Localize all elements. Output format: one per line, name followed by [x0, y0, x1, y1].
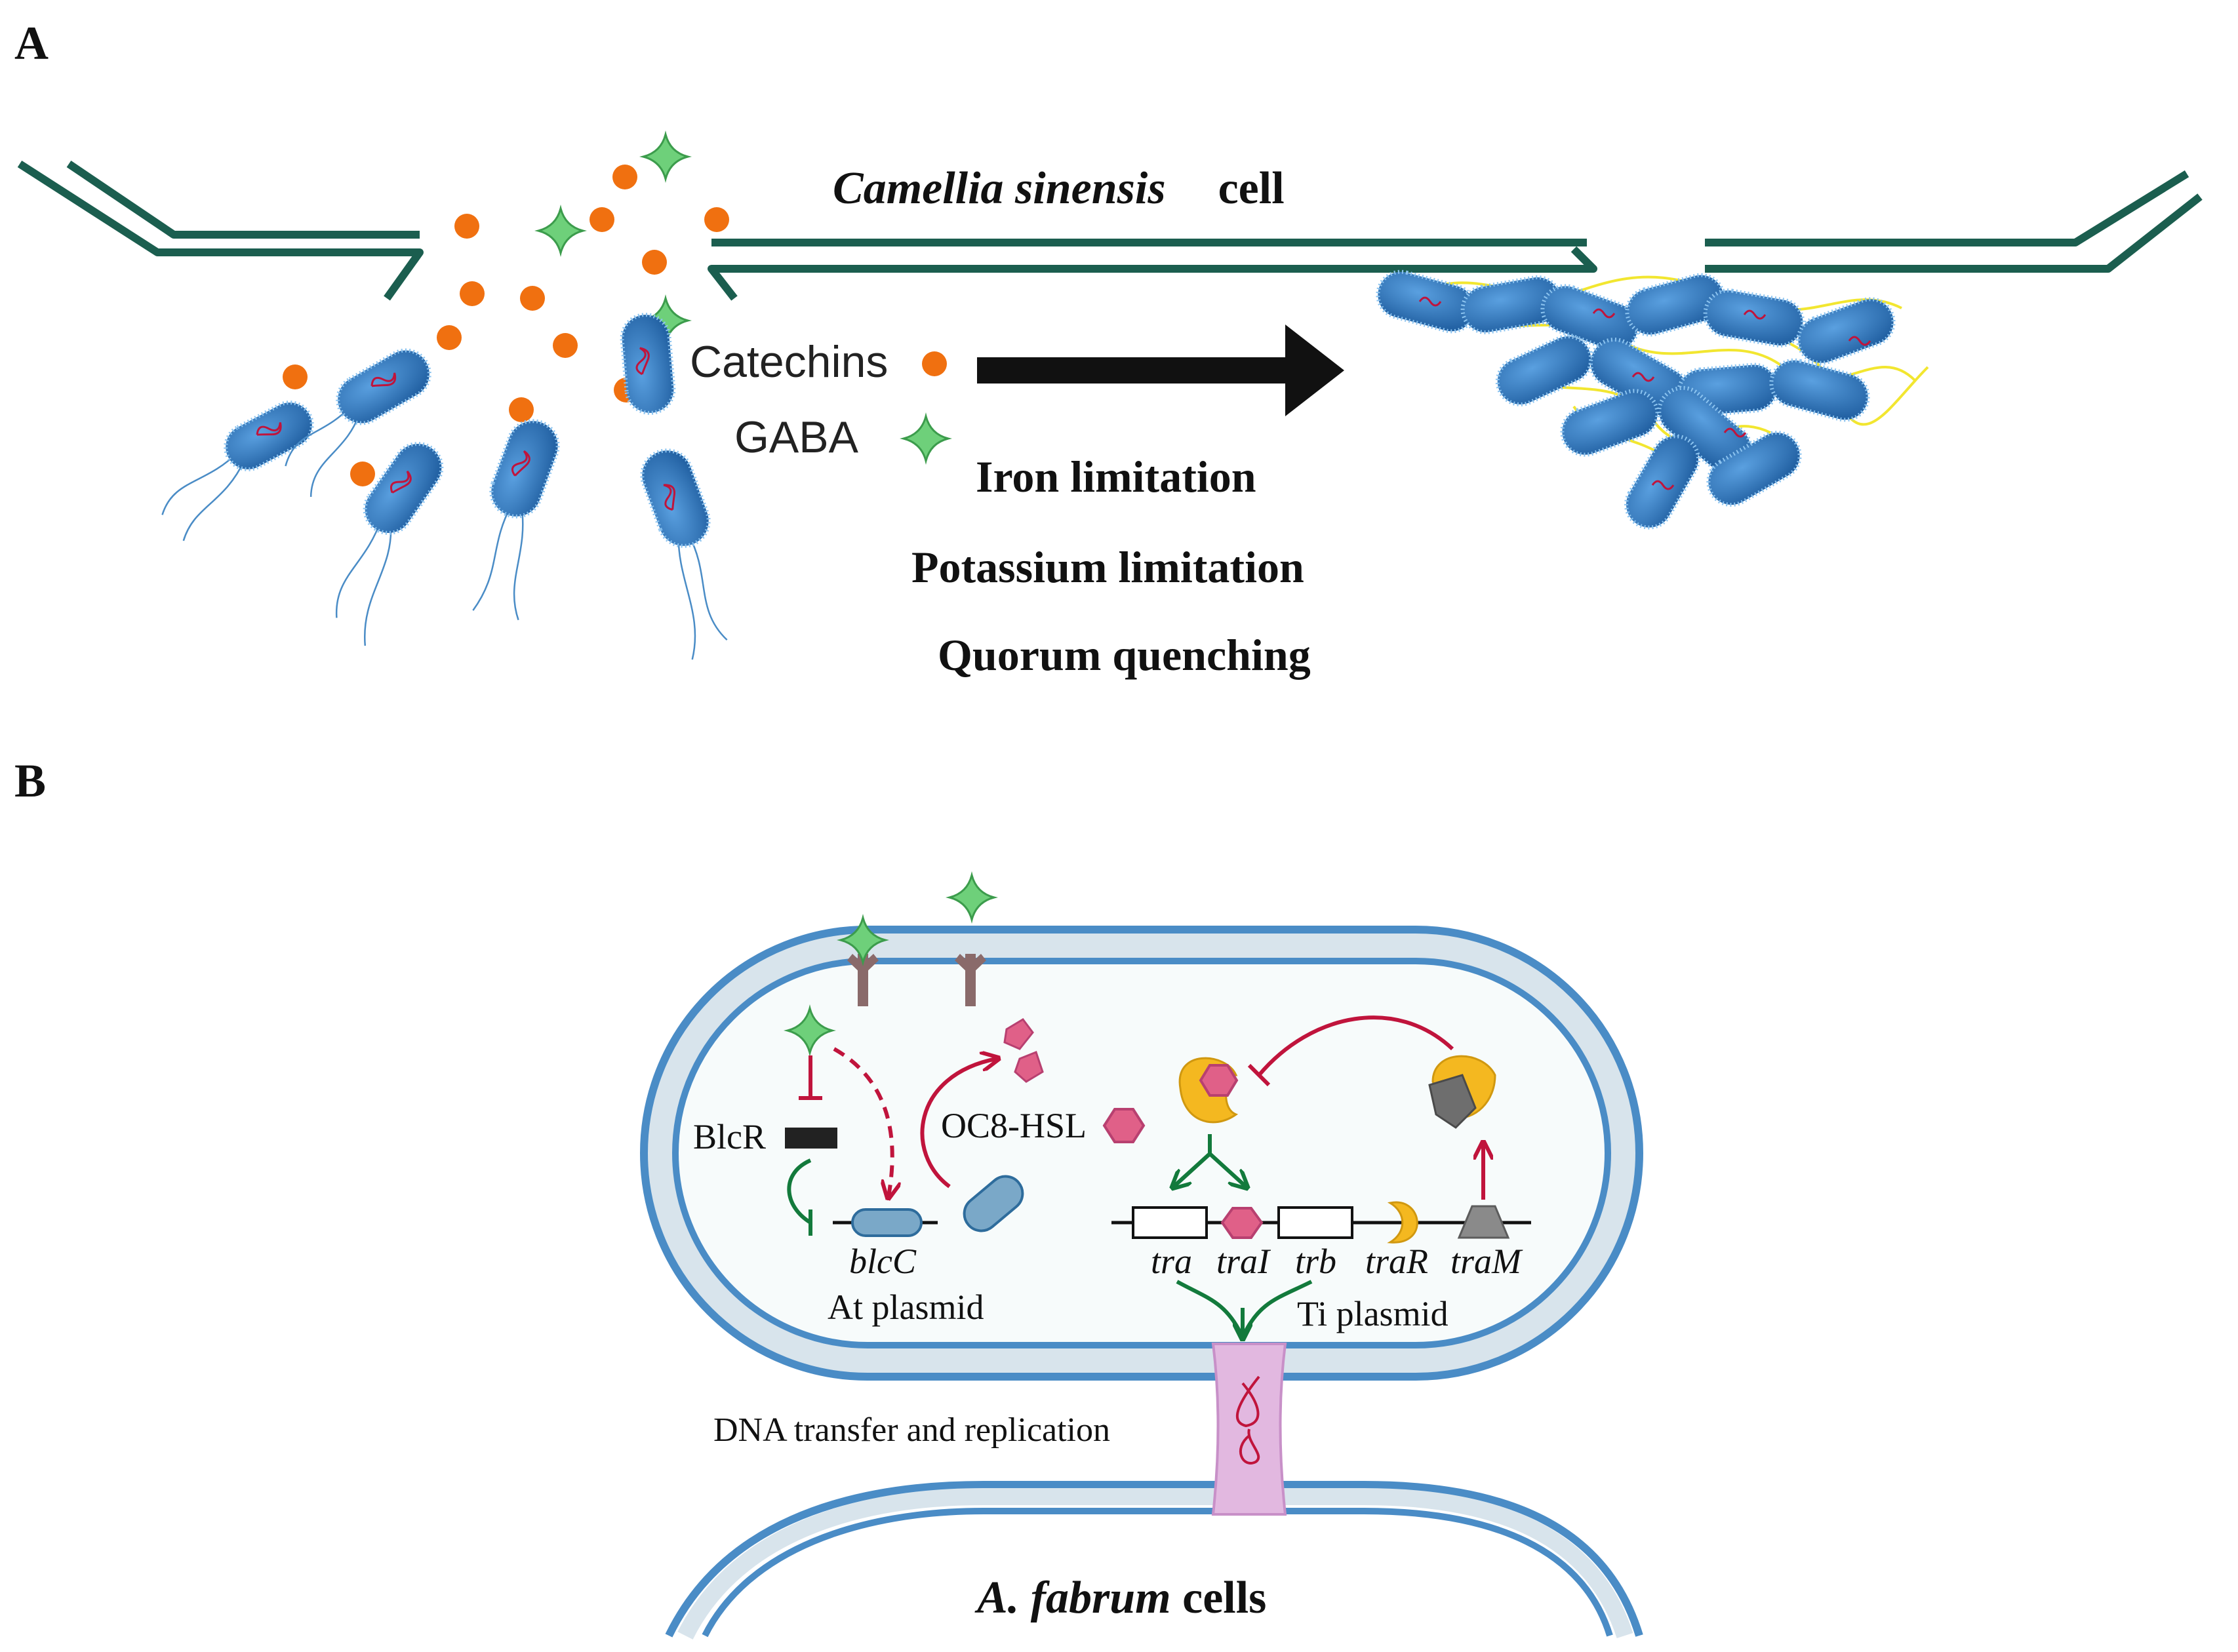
free-bacteria [161, 313, 728, 660]
condition-potassium: Potassium limitation [911, 542, 1304, 592]
at-plasmid-label: At plasmid [828, 1288, 984, 1327]
cells-suffix: cells [1171, 1573, 1267, 1623]
pilus-dna-strand [1236, 1375, 1260, 1465]
host-species-name: Camellia sinensis [833, 163, 1166, 214]
host-cell-title: Camellia sinensis cell [833, 163, 1285, 214]
gaba-stars [534, 130, 692, 347]
blcr-protein [785, 1128, 837, 1149]
donor-cell [640, 926, 1643, 1381]
legend-catechin-dot [922, 351, 947, 376]
oc8-hsl-label: OC8-HSL [941, 1106, 1087, 1145]
gaba-inhibits-blcr [799, 1055, 822, 1100]
tra-label: tra [1151, 1242, 1192, 1281]
tram-inhibits-trar [1247, 1015, 1454, 1087]
blcc-gene [851, 1208, 923, 1237]
trb-label: trb [1295, 1242, 1336, 1281]
blcr-represses-blcc [787, 1158, 812, 1236]
trb-gene [1277, 1206, 1353, 1239]
complex-activates-tra-left [1174, 1152, 1212, 1187]
ohsl-molecule [1102, 1108, 1146, 1143]
blcc-protein [963, 1175, 1024, 1232]
cells-species-name: A. fabrum [974, 1573, 1171, 1623]
trar-label: traR [1365, 1242, 1428, 1281]
tra-gene [1132, 1206, 1208, 1239]
host-cell-suffix: cell [1218, 163, 1285, 214]
tram-trar-complex [1428, 1055, 1496, 1129]
panel-b-label: B [14, 755, 46, 807]
trar-ohsl-complex [1178, 1057, 1239, 1124]
biofilm-cluster [1376, 269, 1929, 530]
cells-label: A. fabrum cells [974, 1573, 1266, 1623]
legend-catechins-label: Catechins [690, 337, 888, 387]
legend-gaba-label: GABA [734, 412, 859, 462]
receptor-gaba-stars [784, 871, 998, 1057]
tram-label: traM [1450, 1242, 1523, 1281]
blcr-label: BlcR [693, 1117, 766, 1156]
blcc-label: blcC [849, 1242, 917, 1281]
host-cell-wall [17, 160, 2203, 301]
condition-iron: Iron limitation [976, 452, 1256, 502]
recipient-cell [665, 1481, 1643, 1640]
blcc-degrades-ohsl [920, 1059, 997, 1189]
degraded-ohsl-fragments [1003, 1018, 1044, 1083]
catechin-dots [283, 165, 729, 486]
legend-gaba-star [900, 412, 952, 465]
panel-a-label: A [14, 17, 49, 69]
trai-gene [1220, 1207, 1264, 1239]
transition-arrow [977, 324, 1344, 416]
ti-plasmid-label: Ti plasmid [1297, 1294, 1449, 1333]
dna-transfer-label: DNA transfer and replication [713, 1411, 1110, 1449]
trar-gene [1387, 1201, 1418, 1244]
gaba-activates-blcc [833, 1047, 892, 1196]
tram-gene [1457, 1205, 1510, 1239]
condition-quorum: Quorum quenching [938, 630, 1311, 680]
trai-label: traI [1216, 1242, 1271, 1281]
